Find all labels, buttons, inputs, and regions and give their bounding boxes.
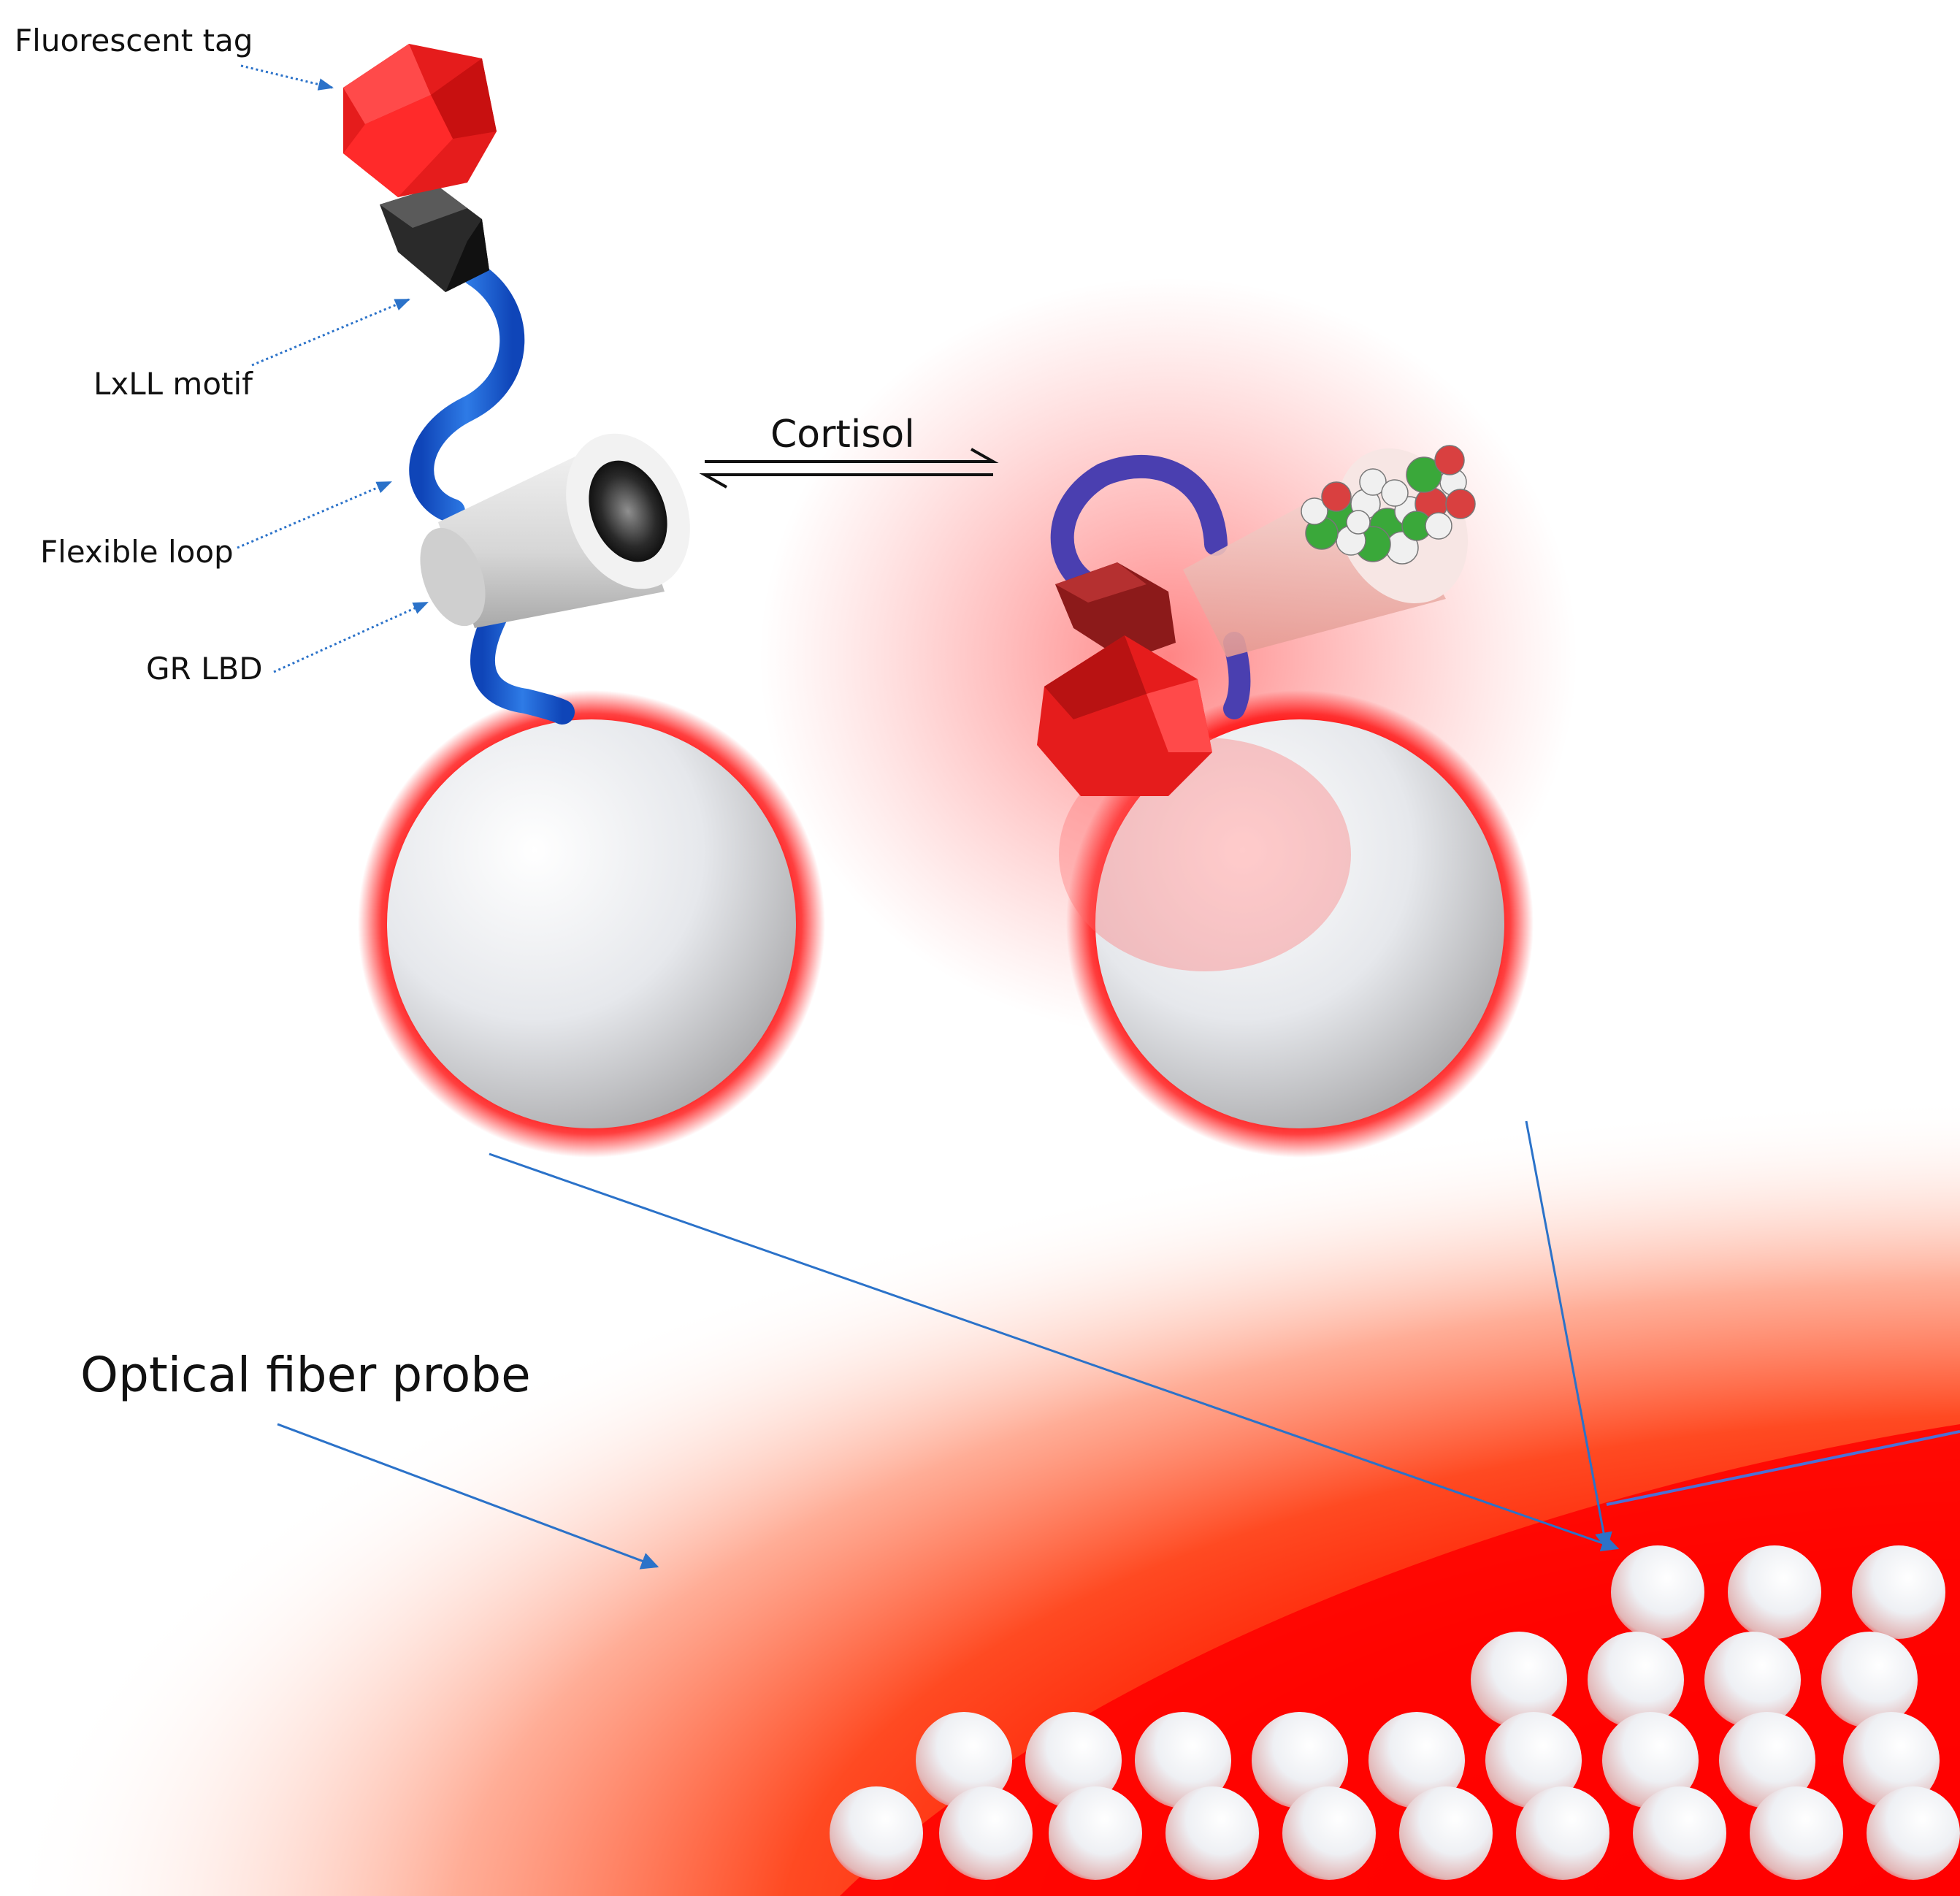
probe-bead: [1471, 1632, 1567, 1728]
pointer-flexible-loop: [237, 481, 392, 549]
molecule-atom: [1406, 456, 1442, 493]
probe-bead: [1165, 1786, 1259, 1880]
flexible-loop-segment: [470, 601, 575, 725]
gr-lbd-cylinder-icon: [420, 433, 690, 628]
molecule-atom: [1301, 497, 1328, 525]
label-fluorescent-tag: Fluorescent tag: [15, 23, 253, 58]
probe-bead: [1843, 1712, 1940, 1808]
probe-bead: [1025, 1712, 1122, 1808]
label-optical-fiber-probe: Optical fiber probe: [80, 1347, 531, 1403]
arrow-label-to-probe: [277, 1423, 659, 1570]
label-lxll-motif: LxLL motif: [93, 366, 253, 402]
probe-bead: [1719, 1712, 1815, 1808]
molecule-atom: [1434, 445, 1465, 475]
probe-bead: [1516, 1786, 1609, 1880]
probe-bead: [1588, 1632, 1684, 1728]
bound-sensor-complex: [1037, 445, 1534, 1158]
optical-fiber-probe: [0, 1096, 1960, 1896]
probe-bead: [1728, 1545, 1821, 1639]
unbound-sensor-complex: [343, 44, 825, 1158]
probe-bead: [1368, 1712, 1465, 1808]
probe-bead: [916, 1712, 1012, 1808]
molecule-atom: [1445, 489, 1476, 519]
microsphere-icon: [1095, 719, 1504, 1128]
black-hexagonal-prism-icon: [380, 186, 489, 292]
probe-bead: [1821, 1632, 1918, 1728]
dark-red-hexagonal-prism-icon: [1055, 562, 1176, 661]
cortisol-molecule-icon: [1301, 445, 1476, 565]
pointer-lxll-motif: [251, 298, 410, 367]
probe-arrows: [277, 1120, 1620, 1570]
arrow-left-bead-to-probe: [489, 1152, 1620, 1552]
probe-bead: [1602, 1712, 1699, 1808]
lxll-motif-strand: [409, 261, 525, 524]
probe-bead: [1049, 1786, 1142, 1880]
label-cortisol: Cortisol: [770, 413, 915, 456]
molecule-atom: [1346, 510, 1371, 535]
label-gr-lbd: GR LBD: [146, 651, 263, 687]
probe-bead: [1611, 1545, 1704, 1639]
red-polyhedron-icon: [343, 44, 497, 197]
equilibrium-arrows: [699, 448, 999, 489]
arrow-right-bead-to-probe: [1525, 1120, 1612, 1551]
probe-bead: [1252, 1712, 1348, 1808]
molecule-atom: [1359, 468, 1387, 496]
molecule-atom: [1321, 481, 1352, 512]
probe-bead: [1282, 1786, 1376, 1880]
probe-bead: [1135, 1712, 1231, 1808]
probe-bead: [1399, 1786, 1493, 1880]
probe-bead: [1750, 1786, 1843, 1880]
label-flexible-loop: Flexible loop: [40, 534, 234, 570]
folded-flexible-loop: [1050, 454, 1228, 596]
red-polyhedron-icon: [1037, 635, 1212, 796]
molecule-atom: [1425, 512, 1452, 540]
molecule-atom: [1381, 479, 1409, 507]
microsphere-icon: [387, 719, 796, 1128]
probe-bead: [1852, 1545, 1945, 1639]
pointer-fluorescent-tag: [240, 64, 334, 91]
probe-bead-array: [830, 1545, 1960, 1880]
probe-bead: [1633, 1786, 1726, 1880]
label-pointers: [237, 64, 429, 673]
pointer-gr-lbd: [273, 601, 429, 673]
probe-bead: [1485, 1712, 1582, 1808]
probe-bead: [1867, 1786, 1960, 1880]
probe-bead: [1704, 1632, 1801, 1728]
probe-bead: [830, 1786, 923, 1880]
probe-bead: [939, 1786, 1033, 1880]
